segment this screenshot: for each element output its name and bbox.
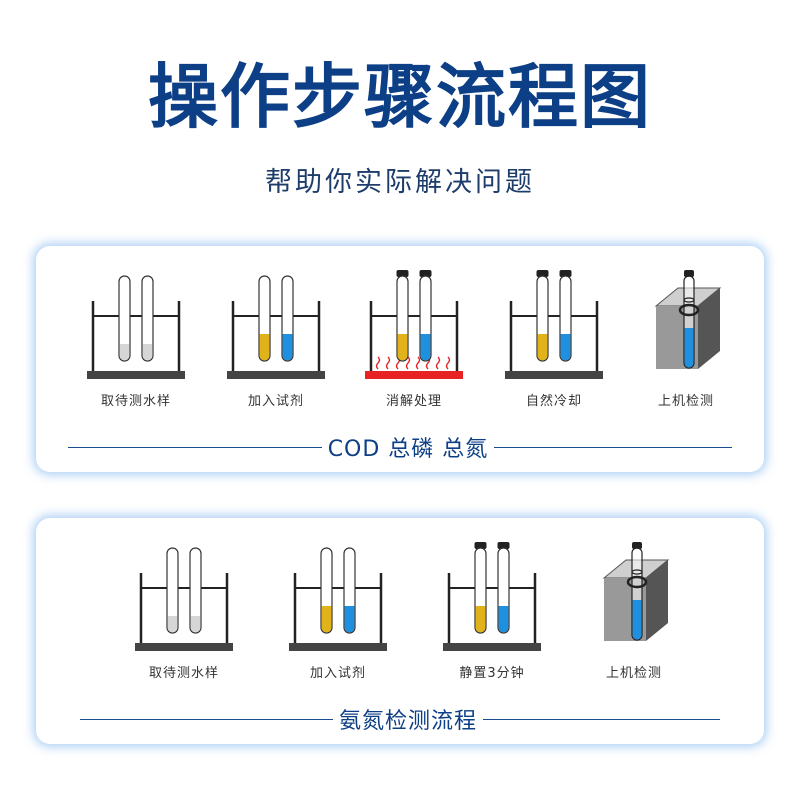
page-subtitle: 帮助你实际解决问题 — [265, 167, 535, 198]
step-sample: 取待测水样 — [76, 266, 196, 416]
step-instrument-test: 上机检测 — [574, 538, 694, 688]
step-label: 取待测水样 — [148, 666, 219, 681]
caption-wrap: COD 总磷 总氮 — [36, 431, 780, 463]
instrument-icon — [654, 270, 722, 369]
beaker-empty-tubes-icon — [87, 275, 185, 379]
panel-caption: 氨氮检测流程 — [332, 709, 483, 734]
step-cooling: 自然冷却 — [494, 266, 614, 416]
beaker-reagent-tubes-icon — [227, 275, 325, 379]
beaker-capped-tubes-icon — [443, 542, 541, 651]
step-label: 上机检测 — [605, 666, 662, 681]
step-label: 加入试剂 — [309, 666, 366, 681]
beaker-capped-tubes-icon — [505, 270, 603, 379]
step-label: 静置3分钟 — [459, 666, 525, 681]
beaker-empty-tubes-icon — [135, 547, 233, 651]
step-label: 加入试剂 — [247, 394, 304, 409]
step-label: 消解处理 — [385, 394, 442, 409]
step-digestion: 消解处理 — [354, 266, 474, 416]
panel-caption: COD 总磷 总氮 — [321, 437, 495, 462]
ammonia-process-panel: 取待测水样 加入试剂 静置3分钟 — [36, 518, 764, 744]
step-add-reagent: 加入试剂 — [278, 538, 398, 688]
instrument-icon — [602, 542, 670, 641]
caption-wrap: 氨氮检测流程 — [36, 703, 780, 735]
step-label: 取待测水样 — [100, 394, 171, 409]
cod-process-panel: 取待测水样 加入试剂 消解处理 — [36, 246, 764, 472]
beaker-heating-icon — [365, 270, 463, 379]
beaker-reagent-tubes-icon — [289, 547, 387, 651]
step-label: 上机检测 — [657, 394, 714, 409]
page-title: 操作步骤流程图 — [148, 56, 652, 138]
step-rest: 静置3分钟 — [432, 538, 552, 688]
step-add-reagent: 加入试剂 — [216, 266, 336, 416]
step-instrument-test: 上机检测 — [626, 266, 746, 416]
step-label: 自然冷却 — [525, 394, 582, 409]
step-sample: 取待测水样 — [124, 538, 244, 688]
